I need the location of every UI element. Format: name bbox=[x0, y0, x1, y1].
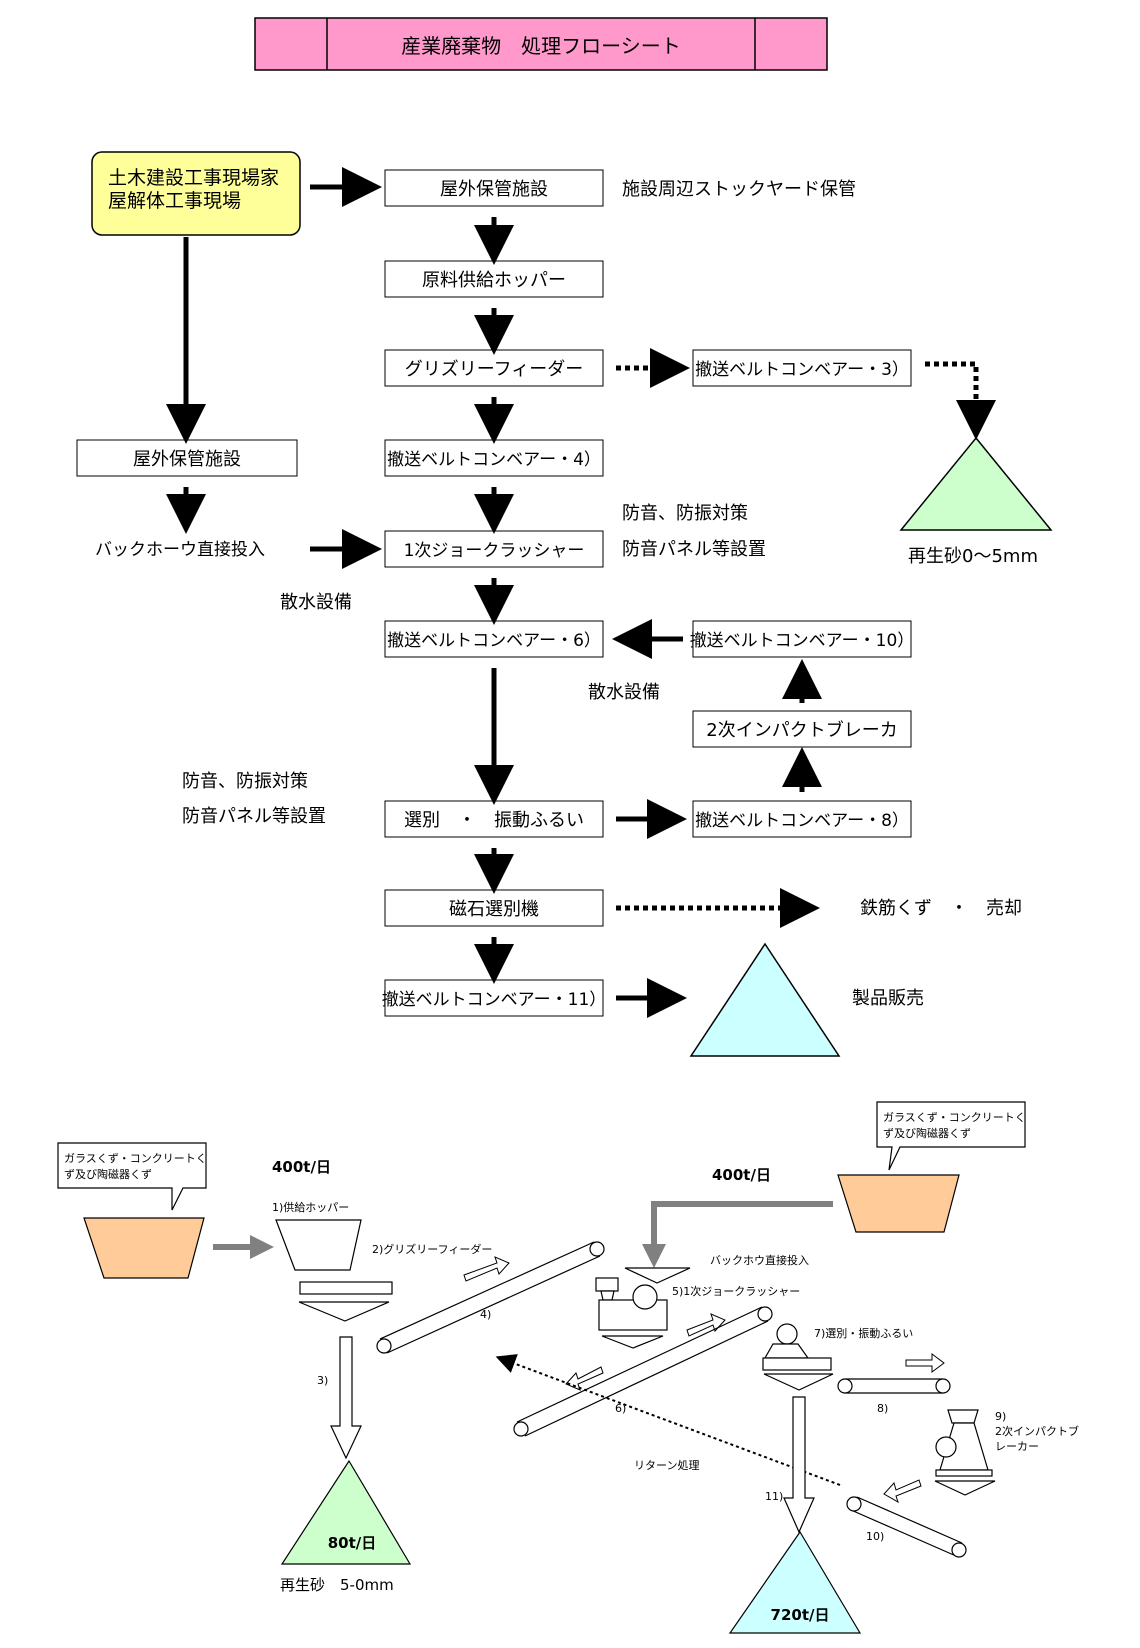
label-9b: 2次インパクトブ bbox=[995, 1424, 1079, 1438]
source-line1: 土木建設工事現場家 bbox=[108, 167, 279, 189]
outdoor-storage-left-box: 屋外保管施設 bbox=[76, 439, 298, 477]
recycled-sand-pile bbox=[899, 436, 1053, 531]
bubble-right-line1: ガラスくず・コンクリートく bbox=[883, 1111, 1026, 1124]
label-screen: 7)選別・振動ふるい bbox=[814, 1326, 913, 1340]
impact-breaker-box: 2次インパクトブレーカ bbox=[692, 710, 912, 748]
flow-arrows bbox=[166, 167, 822, 1018]
conveyor3-box: 撤送ベルトコンベアー・3） bbox=[692, 349, 912, 387]
backhoe-label: バックホーウ直接投入 bbox=[95, 540, 265, 560]
chute-3 bbox=[330, 1336, 362, 1460]
conveyor-4 bbox=[376, 1241, 605, 1354]
outline-arrow-jaw bbox=[686, 1313, 726, 1337]
label-return: リターン処理 bbox=[634, 1459, 699, 1472]
grizzly-label: グリズリーフィーダー bbox=[405, 359, 584, 380]
bubble-left-line1: ガラスくず・コンクリートく bbox=[64, 1152, 207, 1165]
rebar-scrap-label: 鉄筋くず ・ 売却 bbox=[860, 898, 1022, 919]
outline-arrow-return bbox=[565, 1366, 604, 1391]
conveyor3-label: 撤送ベルトコンベアー・3） bbox=[695, 360, 909, 380]
bubble-right-line2: ず及び陶磁器くず bbox=[883, 1126, 971, 1140]
jaw-crusher-box: 1次ジョークラッシャー bbox=[384, 530, 604, 568]
screen-box: 選別 ・ 振動ふるい bbox=[384, 800, 604, 838]
page-title: 産業廃棄物 処理フローシート bbox=[401, 34, 681, 58]
label-3: 3) bbox=[317, 1374, 328, 1387]
label-11: 11) bbox=[765, 1490, 783, 1503]
outdoor-storage-left-label: 屋外保管施設 bbox=[133, 449, 241, 470]
pile-small-caption: 再生砂 5-0mm bbox=[280, 1576, 394, 1594]
conveyor11-box: 撤送ベルトコンベアー・11） bbox=[382, 979, 607, 1017]
speech-bubble-right: ガラスくず・コンクリートく ず及び陶磁器くず bbox=[876, 1101, 1026, 1171]
recycled-sand-pile-small bbox=[280, 1459, 412, 1565]
conveyor8-label: 撤送ベルトコンベアー・8） bbox=[695, 811, 909, 831]
chute-11 bbox=[783, 1396, 815, 1534]
vibrating-screen bbox=[762, 1323, 834, 1391]
conveyor6-box: 撤送ベルトコンベアー・6） bbox=[384, 620, 604, 658]
noise-panel-note-2: 防音パネル等設置 bbox=[182, 806, 326, 827]
supply-hopper bbox=[275, 1219, 393, 1322]
hopper-box: 原料供給ホッパー bbox=[384, 260, 604, 298]
noise-vibration-note-1: 防音、防振対策 bbox=[622, 503, 748, 524]
impact-breaker-label: 2次インパクトブレーカ bbox=[706, 719, 897, 741]
grizzly-box: グリズリーフィーダー bbox=[384, 349, 604, 387]
bubble-left-line2: ず及び陶磁器くず bbox=[64, 1167, 152, 1181]
source-line2: 屋解体工事現場 bbox=[108, 190, 241, 212]
conveyor8-box: 撤送ベルトコンベアー・8） bbox=[692, 800, 912, 838]
outline-arrow-10 bbox=[883, 1479, 922, 1504]
label-9a: 9) bbox=[995, 1410, 1006, 1423]
outline-arrow-grizzly bbox=[463, 1256, 510, 1282]
conveyor10-label: 撤送ベルトコンベアー・10） bbox=[690, 631, 915, 651]
label-6: 6) bbox=[615, 1402, 626, 1415]
recycled-sand-label: 再生砂0～5mm bbox=[908, 546, 1038, 567]
label-10: 10) bbox=[866, 1530, 884, 1543]
pile-big-rate: 720t/日 bbox=[771, 1606, 830, 1624]
hopper-label: 原料供給ホッパー bbox=[422, 270, 566, 291]
label-jaw-crusher: 5)1次ジョークラッシャー bbox=[672, 1284, 800, 1298]
label-backhoe: バックホウ直接投入 bbox=[710, 1253, 809, 1267]
dotted-arrows bbox=[616, 348, 996, 928]
conveyor-6 bbox=[513, 1306, 773, 1437]
rate-right: 400t/日 bbox=[712, 1166, 771, 1184]
water-spray-note-2: 散水設備 bbox=[588, 682, 660, 703]
material-bin-right bbox=[837, 1174, 960, 1233]
pile-small-rate: 80t/日 bbox=[328, 1534, 377, 1552]
outdoor-storage-box: 屋外保管施設 bbox=[384, 169, 604, 207]
jaw-crusher bbox=[595, 1267, 691, 1349]
noise-vibration-note-2: 防音、防振対策 bbox=[182, 771, 308, 792]
label-9c: レーカー bbox=[995, 1440, 1039, 1453]
speech-bubble-left: ガラスくず・コンクリートく ず及び陶磁器くず bbox=[57, 1142, 207, 1211]
conveyor6-label: 撤送ベルトコンベアー・6） bbox=[387, 631, 601, 651]
outline-arrow-screen bbox=[905, 1353, 945, 1373]
material-bin-left bbox=[83, 1217, 205, 1279]
conveyor-8 bbox=[837, 1378, 951, 1394]
label-8: 8) bbox=[877, 1402, 888, 1415]
gray-feed-arrow-right bbox=[642, 1201, 833, 1268]
noise-panel-note-1: 防音パネル等設置 bbox=[622, 539, 766, 560]
rate-left: 400t/日 bbox=[272, 1158, 331, 1176]
magnet-box: 磁石選別機 bbox=[384, 889, 604, 927]
conveyor-10 bbox=[846, 1496, 967, 1558]
conveyor11-label: 撤送ベルトコンベアー・11） bbox=[382, 990, 607, 1010]
outdoor-storage-label: 屋外保管施設 bbox=[440, 179, 548, 200]
product-pile bbox=[689, 942, 841, 1057]
label-grizzly: 2)グリズリーフィーダー bbox=[372, 1242, 492, 1256]
label-hopper: 1)供給ホッパー bbox=[272, 1200, 349, 1214]
screen-label: 選別 ・ 振動ふるい bbox=[404, 810, 584, 831]
label-4: 4) bbox=[480, 1308, 491, 1321]
conveyor4-box: 撤送ベルトコンベアー・4） bbox=[384, 439, 604, 477]
source-box: 土木建設工事現場家 屋解体工事現場 bbox=[91, 151, 301, 236]
conveyor4-label: 撤送ベルトコンベアー・4） bbox=[387, 450, 601, 470]
product-sales-label: 製品販売 bbox=[852, 988, 924, 1009]
magnet-label: 磁石選別機 bbox=[449, 899, 539, 920]
water-spray-note-1: 散水設備 bbox=[280, 592, 352, 613]
impact-breaker bbox=[934, 1409, 996, 1496]
conveyor10-box: 撤送ベルトコンベアー・10） bbox=[690, 620, 915, 658]
stockyard-note: 施設周辺ストックヤード保管 bbox=[622, 179, 856, 200]
title-banner: 産業廃棄物 処理フローシート bbox=[254, 17, 828, 71]
product-pile-large bbox=[728, 1530, 862, 1634]
jaw-crusher-label: 1次ジョークラッシャー bbox=[404, 541, 585, 561]
